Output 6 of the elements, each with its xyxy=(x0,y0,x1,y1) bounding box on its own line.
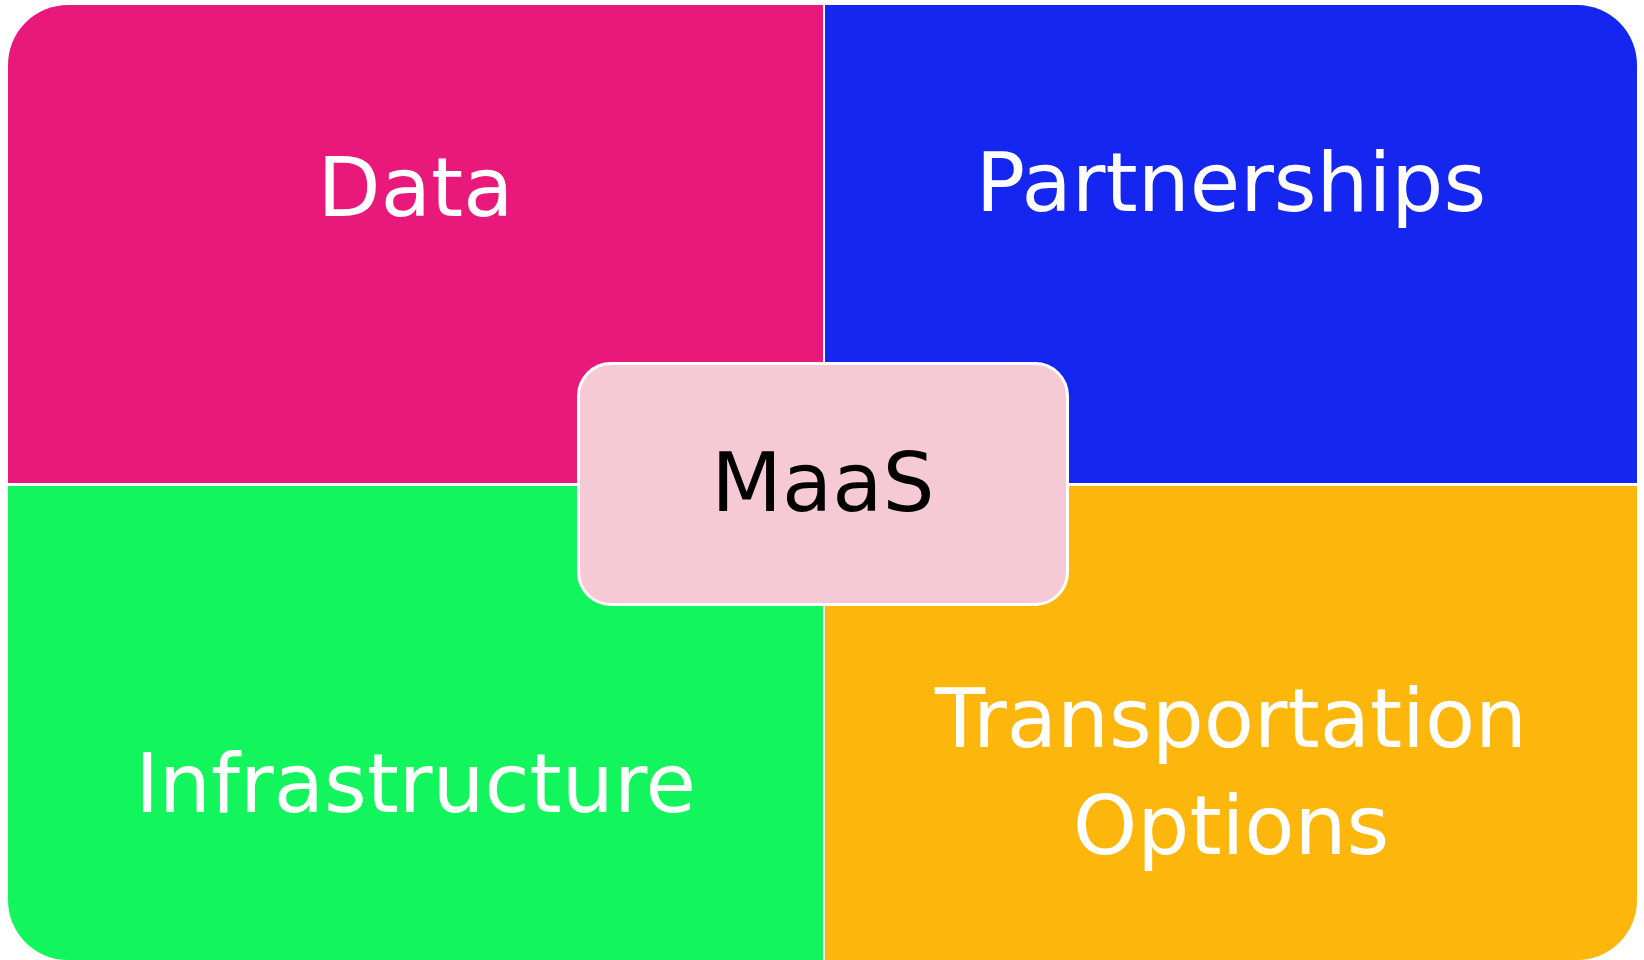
center-box xyxy=(577,362,1069,606)
node-label: Infrastructure xyxy=(134,735,697,833)
node-label: Transportation Options xyxy=(933,670,1529,875)
node-label: Partnerships xyxy=(975,134,1487,232)
node-label: Data xyxy=(317,139,514,237)
node-label: MaaS xyxy=(711,434,935,532)
